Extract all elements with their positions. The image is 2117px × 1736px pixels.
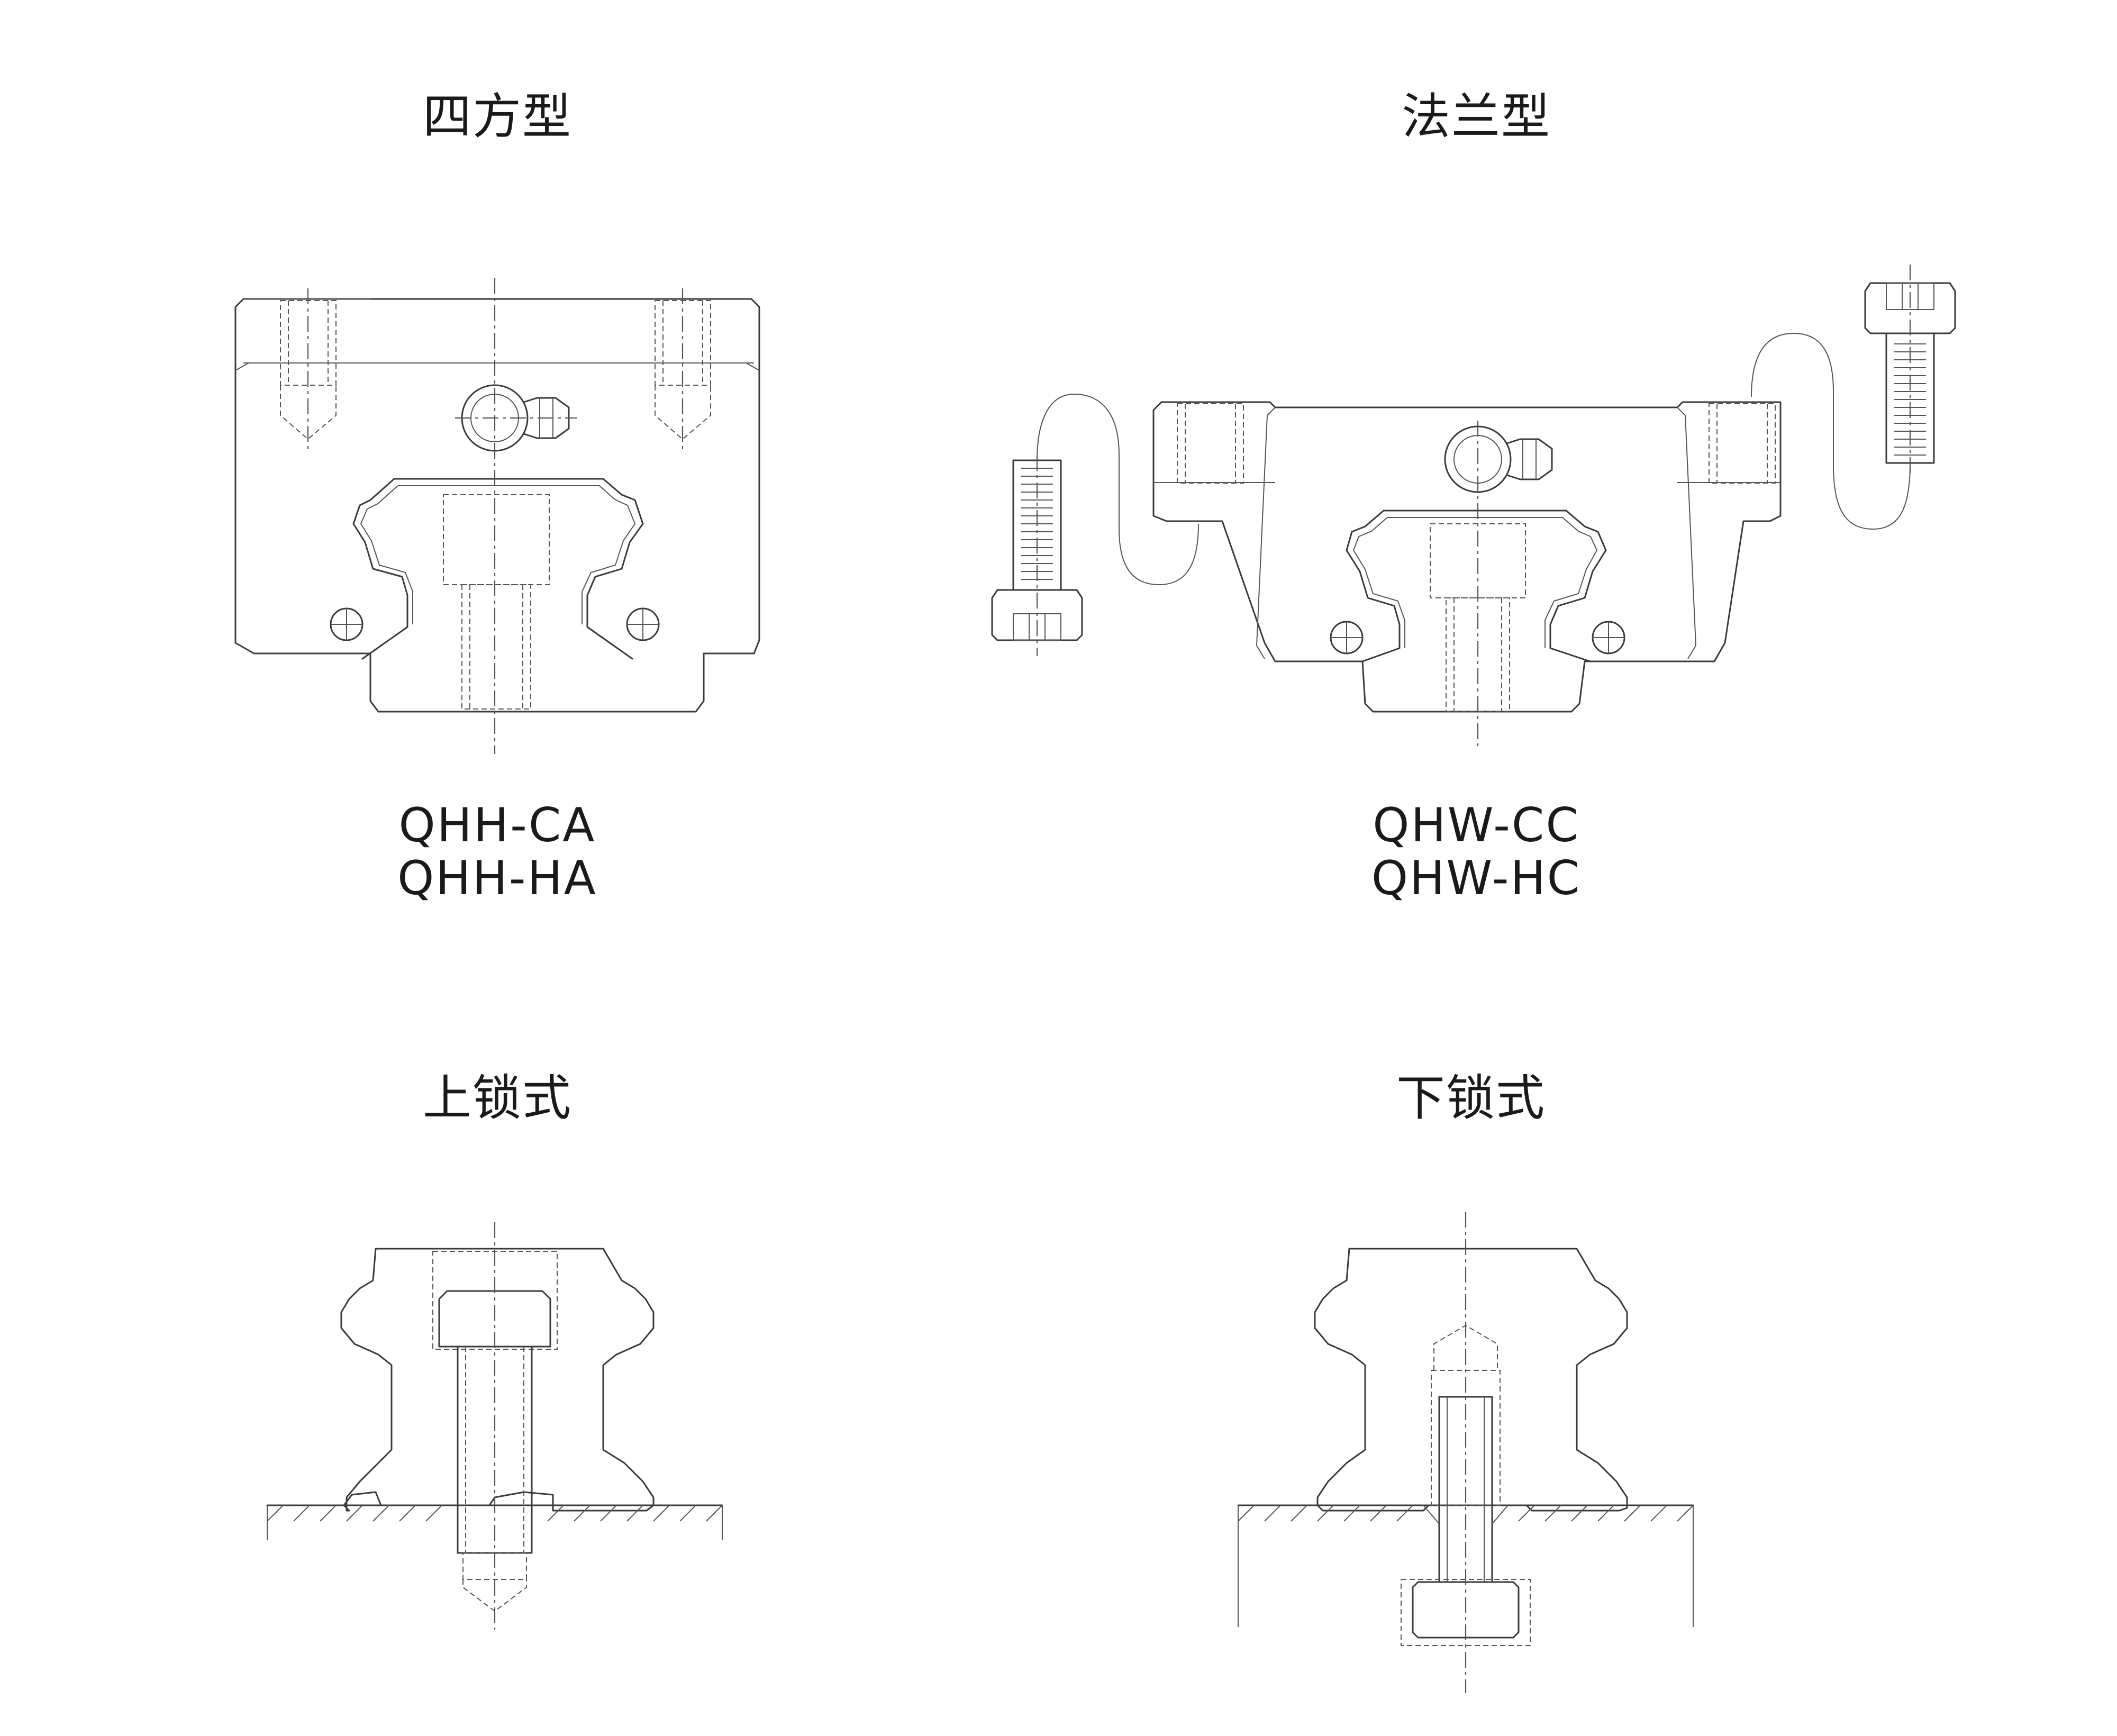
square-block-drawing bbox=[234, 278, 760, 754]
square-model-2: QHH-HA bbox=[397, 851, 597, 905]
bottom-lock-title: 下锁式 bbox=[1396, 1070, 1546, 1126]
flange-model-2: QHW-HC bbox=[1371, 851, 1582, 905]
top-lock-drawing bbox=[266, 1222, 723, 1630]
square-model-1: QHH-CA bbox=[398, 798, 596, 852]
top-lock-title: 上锁式 bbox=[422, 1070, 572, 1126]
flange-model-1: QHW-CC bbox=[1373, 798, 1580, 852]
square-type-title: 四方型 bbox=[422, 88, 572, 145]
flange-block-drawing bbox=[991, 265, 1956, 746]
flange-type-title: 法兰型 bbox=[1401, 88, 1551, 145]
bottom-lock-drawing bbox=[1237, 1212, 1694, 1693]
